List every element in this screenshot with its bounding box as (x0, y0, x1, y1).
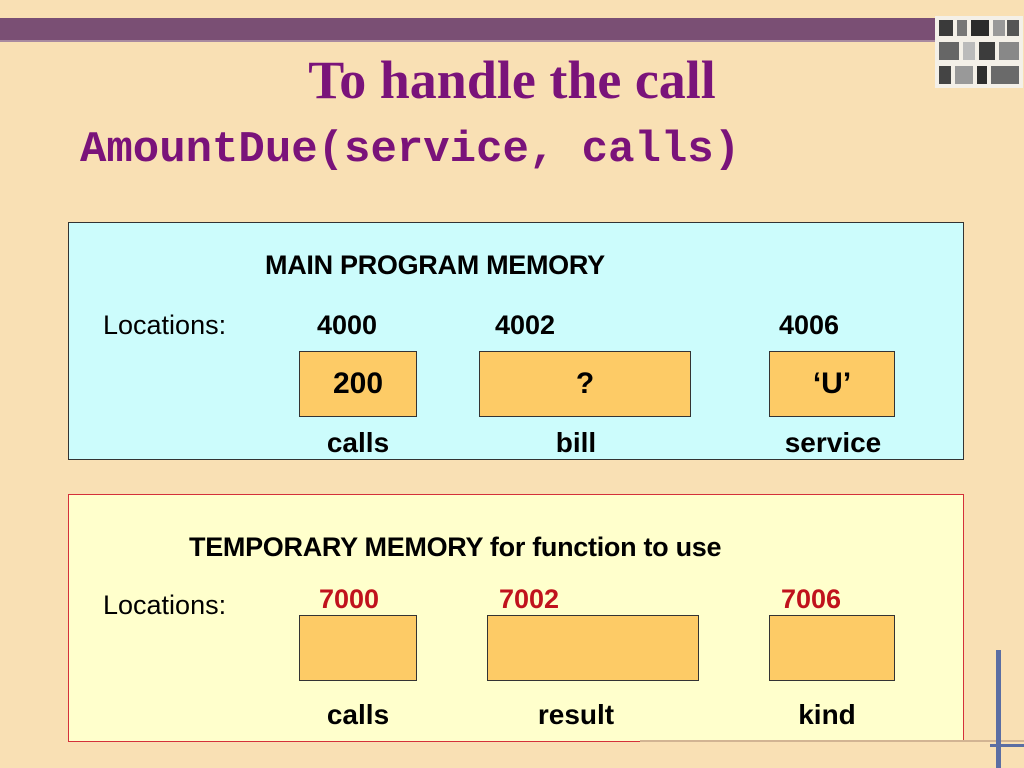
main-address-4000: 4000 (317, 310, 378, 340)
slide-title: To handle the call (308, 50, 716, 110)
temp-locations-label: Locations: (103, 590, 227, 620)
param-name-calls: calls (326, 699, 390, 730)
building-collage-logo (935, 16, 1023, 88)
main-locations-label: Locations: (103, 310, 227, 340)
temporary-memory-panel: TEMPORARY MEMORY for function to use Loc… (68, 494, 964, 742)
temp-cell-result (487, 615, 699, 681)
memory-cell-bill: ? (479, 351, 691, 417)
param-name-result: result (537, 699, 615, 730)
memory-cell-calls: 200 (299, 351, 417, 417)
top-banner-underline (0, 40, 935, 42)
variable-name-service: service (784, 427, 882, 458)
main-address-4002: 4002 (495, 310, 556, 340)
main-memory-heading: MAIN PROGRAM MEMORY (265, 250, 605, 280)
memory-cell-service: ‘U’ (769, 351, 895, 417)
temp-cell-kind (769, 615, 895, 681)
main-address-4006: 4006 (779, 310, 840, 340)
temp-address-7002: 7002 (499, 584, 560, 614)
temp-cell-calls (299, 615, 417, 681)
function-call-subtitle: AmountDue(service, calls) (80, 125, 741, 175)
decorative-bottom-line (640, 740, 1024, 742)
variable-name-calls: calls (326, 427, 390, 458)
top-banner-bar (0, 18, 935, 40)
temp-memory-heading: TEMPORARY MEMORY for function to use (189, 532, 722, 562)
decorative-corner-bar (990, 744, 1024, 747)
temp-address-7000: 7000 (319, 584, 380, 614)
main-program-memory-panel: MAIN PROGRAM MEMORY Locations: 4000 4002… (68, 222, 964, 460)
decorative-vertical-bar (996, 650, 1001, 768)
variable-name-bill: bill (555, 427, 597, 458)
temp-address-7006: 7006 (781, 584, 842, 614)
param-name-kind: kind (798, 699, 856, 730)
